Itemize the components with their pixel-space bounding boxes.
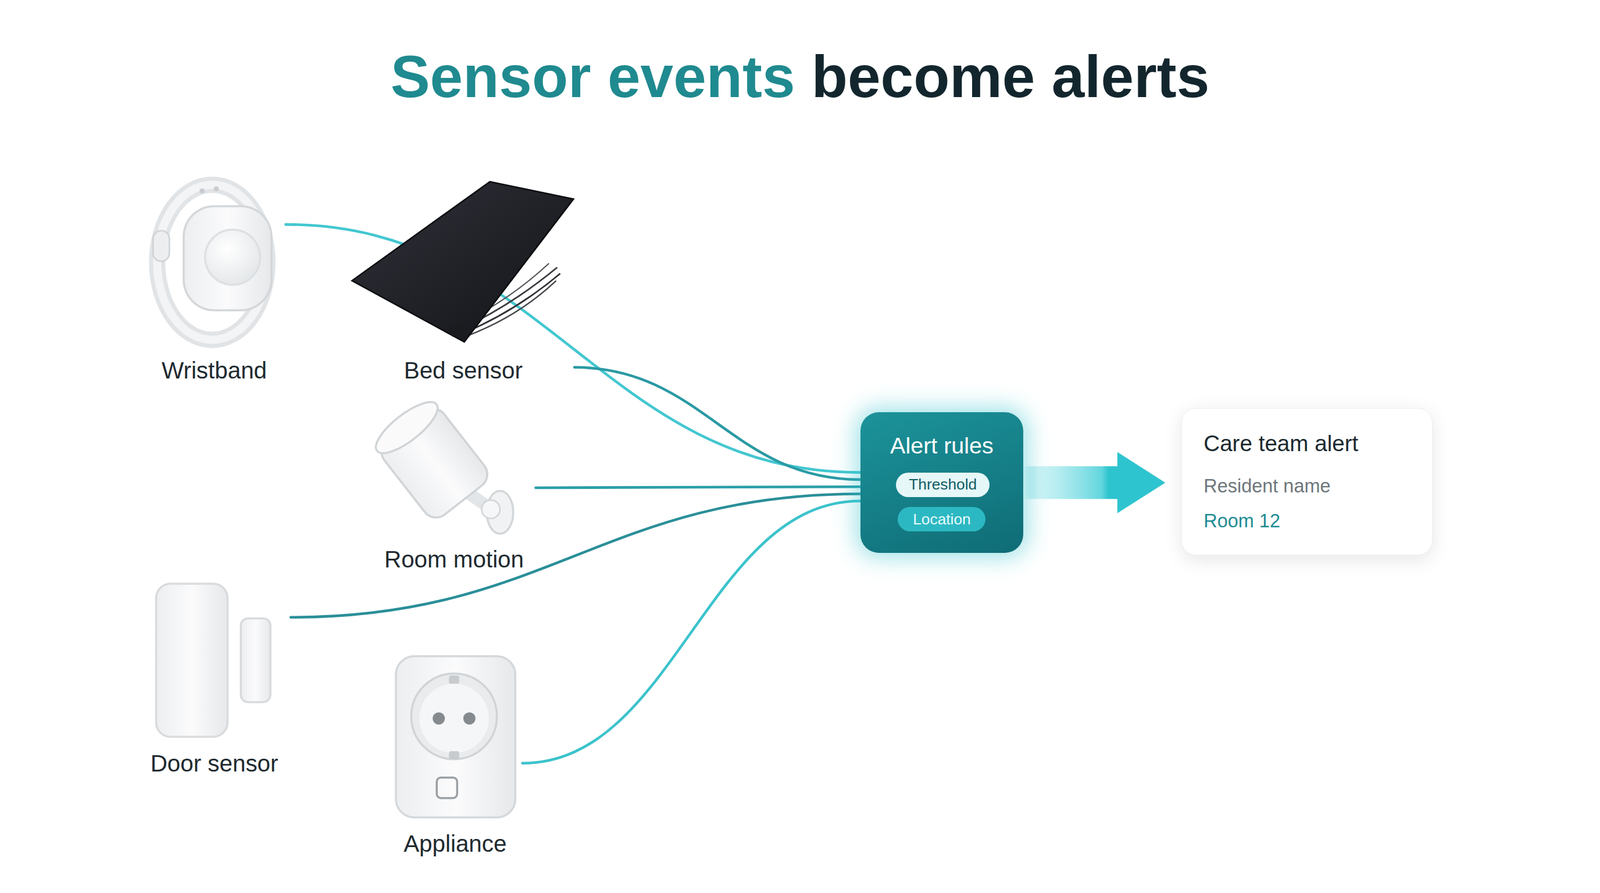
diagram-title: Sensor events become alerts <box>390 43 1210 112</box>
sensor-body <box>375 402 494 524</box>
plug-button <box>436 777 457 799</box>
smart-plug-illustration <box>395 656 516 818</box>
mat-wire <box>461 267 557 329</box>
door-sensor-body <box>156 583 228 737</box>
node-label: Care team alert <box>1203 430 1359 457</box>
device-node: Appliance <box>387 652 523 859</box>
wristband-button <box>152 230 170 262</box>
device-node: Wristband <box>143 178 287 385</box>
node-label: Threshold <box>895 475 990 495</box>
wristband-illustration <box>152 184 272 341</box>
strap-hole <box>199 188 205 194</box>
bed-sensor-illustration <box>352 181 574 343</box>
device-node: Room motion <box>372 397 537 574</box>
mat-wire <box>467 280 557 337</box>
rule-pill: Location <box>897 506 986 532</box>
rules-box: Alert rulesThresholdLocation <box>860 412 1024 553</box>
plug-pin-hole <box>432 712 445 725</box>
sensor-wire <box>290 493 860 617</box>
wristband-strap-highlight <box>156 184 268 341</box>
strap-hole <box>213 186 220 192</box>
mat-wire <box>459 263 549 325</box>
sensor-wire <box>285 224 860 473</box>
sensor-lens <box>368 394 445 462</box>
mat-connector <box>448 320 469 338</box>
motion-sensor-illustration <box>368 394 513 534</box>
door-sensor-illustration <box>156 583 271 737</box>
plug-pin-hole <box>463 712 476 725</box>
node-label: Wristband <box>143 356 287 385</box>
node-label: Room motion <box>372 545 537 574</box>
node-label: Door sensor <box>137 749 291 778</box>
wristband-strap <box>156 184 268 341</box>
flow-arrow <box>1023 452 1166 514</box>
node-detail: Room 12 <box>1203 509 1281 533</box>
sensor-arm <box>461 487 490 509</box>
plug-socket-inner <box>419 683 489 753</box>
node-detail: Resident name <box>1203 475 1331 498</box>
title-row: Sensor events become alerts <box>0 43 1600 112</box>
node-label: Bed sensor <box>352 356 575 385</box>
device-node: Bed sensor <box>352 178 575 385</box>
plug-earth-clip <box>448 751 460 760</box>
bed-sensor-mat <box>352 181 574 343</box>
door-sensor-magnet <box>240 618 271 703</box>
node-label: Alert rules <box>860 431 1024 460</box>
wristband-body <box>183 206 272 311</box>
alert-card: Care team alertResident nameRoom 12 <box>1181 408 1433 556</box>
wristband-face <box>205 229 261 285</box>
sensor-wire <box>574 367 860 480</box>
plug-body <box>395 656 516 818</box>
rule-pill: Threshold <box>895 472 990 498</box>
node-label: Appliance <box>387 829 523 858</box>
node-label: Location <box>897 510 986 530</box>
sensor-ball-joint <box>481 500 500 519</box>
sensor-wire <box>522 501 861 764</box>
device-node: Door sensor <box>137 579 291 778</box>
sensor-wall-plate <box>486 490 514 534</box>
sensor-wire <box>535 486 860 488</box>
plug-socket <box>411 673 497 760</box>
plug-earth-clip <box>448 675 460 684</box>
